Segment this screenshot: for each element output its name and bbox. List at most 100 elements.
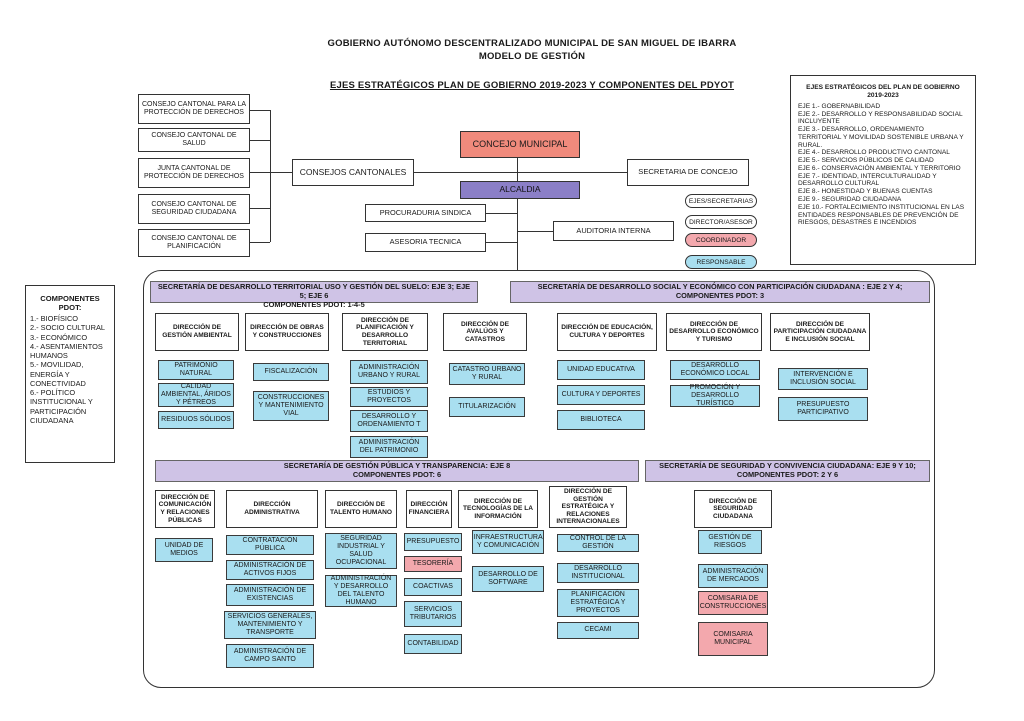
unit-unidad-educativa: UNIDAD EDUCATIVA	[557, 360, 645, 380]
direccion-gestion-estrategica: DIRECCIÓN DE GESTIÓN ESTRATÉGICA Y RELAC…	[549, 486, 627, 528]
unit-promocion-turistico: PROMOCIÓN Y DESARROLLO TURÍSTICO	[670, 384, 760, 407]
componente-item: 3.- ECONÓMICO	[30, 332, 88, 342]
secretaria-seguridad-title: SECRETARÍA DE SEGURIDAD Y CONVIVENCIA CI…	[659, 461, 916, 470]
unit-presupuesto-participativo: PRESUPUESTO PARTICIPATIVO	[778, 397, 868, 421]
consejos-link-line	[257, 172, 292, 173]
unit-seguridad-industrial: SEGURIDAD INDUSTRIAL Y SALUD OCUPACIONAL	[325, 533, 397, 569]
consejo-seguridad-ciudadana: CONSEJO CANTONAL DE SEGURIDAD CIUDADANA	[138, 194, 250, 224]
unit-intervencion-inclusion: INTERVENCIÓN E INCLUSIÓN SOCIAL	[778, 368, 868, 390]
unit-calidad-ambiental: CALIDAD AMBIENTAL, ÁRIDOS Y PÉTREOS	[158, 383, 234, 407]
secretaria-social-title: SECRETARÍA DE DESARROLLO SOCIAL Y ECONÓM…	[537, 282, 903, 291]
unit-construcciones-mantenimiento: CONSTRUCCIONES Y MANTENIMIENTO VIAL	[253, 391, 329, 421]
unit-unidad-medios: UNIDAD DE MEDIOS	[155, 538, 213, 562]
secretaria-gestion-title: SECRETARÍA DE GESTIÓN PÚBLICA Y TRANSPAR…	[283, 461, 511, 470]
unit-residuos-solidos: RESIDUOS SÓLIDOS	[158, 411, 234, 429]
componentes-title: COMPONENTES PDOT:	[40, 294, 100, 313]
unit-desarrollo-institucional: DESARROLLO INSTITUCIONAL	[557, 563, 639, 583]
direccion-desarrollo-economico: DIRECCIÓN DE DESARROLLO ECONÓMICO Y TURI…	[666, 313, 762, 351]
direccion-administrativa: DIRECCIÓN ADMINISTRATIVA	[226, 490, 318, 528]
secretaria-territorial-components: COMPONENTES PDOT: 1-4-5	[263, 299, 365, 309]
unit-desarrollo-ordenamiento: DESARROLLO Y ORDENAMIENTO T	[350, 410, 428, 432]
unit-biblioteca: BIBLIOTECA	[557, 410, 645, 430]
legend-director: DIRECTOR/ASESOR	[685, 215, 757, 229]
alcaldia-box: ALCALDIA	[460, 181, 580, 199]
auditoria-box: AUDITORIA INTERNA	[553, 221, 674, 241]
eje-item: EJE 3.- DESARROLLO, ORDENAMIENTO TERRITO…	[798, 126, 964, 149]
consejo-tick-1	[250, 110, 270, 111]
auditoria-line	[517, 231, 553, 232]
legend-ejes-secretarias: EJES/SECRETARIAS	[685, 194, 757, 208]
page-title: GOBIERNO AUTÓNOMO DESCENTRALIZADO MUNICI…	[327, 38, 737, 49]
unit-planificacion-estrategica: PLANIFICACIÓN ESTRATÉGICA Y PROYECTOS	[557, 589, 639, 617]
unit-comisaria-municipal: COMISARIA MUNICIPAL	[698, 622, 768, 656]
eje-item: EJE 10.- FORTALECIMIENTO INSTITUCIONAL E…	[798, 203, 965, 227]
consejos-horizontal-line	[412, 172, 627, 173]
unit-infraestructura-comunicacion: INFRAESTRUCTURA Y COMUNICACIÓN	[472, 530, 544, 554]
unit-control-gestion: CONTROL DE LA GESTIÓN	[557, 534, 639, 552]
unit-contabilidad: CONTABILIDAD	[404, 634, 462, 654]
consejo-tick-3	[250, 172, 270, 173]
eje-item: EJE 7.- IDENTIDAD, INTERCULTURALIDAD Y D…	[798, 172, 937, 188]
secretaria-social-components: COMPONENTES PDOT: 3	[675, 290, 765, 300]
procuraduria-line	[486, 213, 517, 214]
direccion-financiera: DIRECCIÓN FINANCIERA	[406, 490, 452, 528]
consejo-tick-2	[250, 140, 270, 141]
unit-desarrollo-economico-local: DESARROLLO ECONÓMICO LOCAL	[670, 360, 760, 380]
asesoria-box: ASESORIA TECNICA	[365, 233, 486, 252]
unit-presupuesto: PRESUPUESTO	[404, 533, 462, 551]
consejo-salud: CONSEJO CANTONAL DE SALUD	[138, 128, 250, 152]
unit-coactivas: COACTIVAS	[404, 578, 462, 596]
direccion-participacion-ciudadana: DIRECCIÓN DE PARTICIPACIÓN CIUDADANA E I…	[770, 313, 870, 351]
direccion-seguridad-ciudadana: DIRECCIÓN DE SEGURIDAD CIUDADANA	[694, 490, 772, 528]
secretaria-gestion-components: COMPONENTES PDOT: 6	[352, 469, 442, 479]
unit-servicios-generales: SERVICIOS GENERALES, MANTENIMIENTO Y TRA…	[224, 611, 316, 639]
eje-item: EJE 6.- CONSERVACIÓN AMBIENTAL Y TERRITO…	[798, 164, 961, 172]
main-vertical-line	[517, 158, 518, 270]
consejos-bracket-line	[270, 110, 271, 242]
unit-comisaria-construcciones: COMISARIA DE CONSTRUCCIONES	[698, 591, 768, 615]
ejes-list: EJE 1.- GOBERNABILIDAD EJE 2.- DESARROLL…	[798, 103, 968, 227]
secretaria-territorial-title: SECRETARÍA DE DESARROLLO TERRITORIAL USO…	[157, 282, 471, 300]
unit-campo-santo: ADMINISTRACIÓN DE CAMPO SANTO	[226, 644, 314, 668]
unit-contratacion-publica: CONTRATACIÓN PÚBLICA	[226, 535, 314, 555]
unit-desarrollo-talento: ADMINISTRACIÓN Y DESARROLLO DEL TALENTO …	[325, 575, 397, 607]
consejo-tick-5	[250, 242, 270, 243]
direccion-obras-construcciones: DIRECCIÓN DE OBRAS Y CONSTRUCCIONES	[245, 313, 329, 351]
direccion-avaluos-catastros: DIRECCIÓN DE AVALÚOS Y CATASTROS	[443, 313, 527, 351]
eje-item: EJE 4.- DESARROLLO PRODUCTIVO CANTONAL	[798, 149, 950, 157]
junta-proteccion-derechos: JUNTA CANTONAL DE PROTECCIÓN DE DERECHOS	[138, 158, 250, 188]
direccion-talento-humano: DIRECCIÓN DE TALENTO HUMANO	[325, 490, 397, 528]
unit-servicios-tributarios: SERVICIOS TRIBUTARIOS	[404, 601, 462, 627]
direccion-gestion-ambiental: DIRECCIÓN DE GESTIÓN AMBIENTAL	[155, 313, 239, 351]
unit-titularizacion: TITULARIZACIÓN	[449, 397, 525, 417]
unit-estudios-proyectos: ESTUDIOS Y PROYECTOS	[350, 387, 428, 407]
eje-item: EJE 8.- HONESTIDAD Y BUENAS CUENTAS	[798, 188, 933, 196]
unit-patrimonio-natural: PATRIMONIO NATURAL	[158, 360, 234, 380]
secretaria-seguridad-header: SECRETARÍA DE SEGURIDAD Y CONVIVENCIA CI…	[645, 460, 930, 482]
direccion-educacion-cultura: DIRECCIÓN DE EDUCACIÓN, CULTURA Y DEPORT…	[557, 313, 657, 351]
secretaria-seguridad-components: COMPONENTES PDOT: 2 Y 6	[736, 469, 839, 479]
asesoria-line	[486, 242, 517, 243]
componente-item: 4.- ASENTAMIENTOS HUMANOS	[30, 341, 103, 361]
direccion-comunicacion: DIRECCIÓN DE COMUNICACIÓN Y RELACIONES P…	[155, 490, 215, 528]
legend-responsable: RESPONSABLE	[685, 255, 757, 269]
direccion-tecnologias: DIRECCIÓN DE TECNOLOGÍAS DE LA INFORMACI…	[458, 490, 538, 528]
componentes-pdot-box: COMPONENTES PDOT: 1.- BIOFÍSICO 2.- SOCI…	[25, 285, 115, 463]
unit-gestion-riesgos: GESTIÓN DE RIESGOS	[698, 530, 762, 554]
unit-administracion-urbano-rural: ADMINISTRACIÓN URBANO Y RURAL	[350, 360, 428, 384]
secretaria-territorial-header: SECRETARÍA DE DESARROLLO TERRITORIAL USO…	[150, 281, 478, 309]
unit-administracion-patrimonio: ADMINISTRACIÓN DEL PATRIMONIO	[350, 436, 428, 458]
componente-item: 5.- MOVILIDAD, ENERGÍA Y CONECTIVIDAD	[30, 360, 86, 388]
direccion-planificacion: DIRECCIÓN DE PLANIFICACIÓN Y DESARROLLO …	[342, 313, 428, 351]
eje-item: EJE 1.- GOBERNABILIDAD	[798, 102, 881, 110]
unit-desarrollo-software: DESARROLLO DE SOFTWARE	[472, 566, 544, 592]
unit-tesoreria: TESORERÍA	[404, 556, 462, 572]
concejo-municipal-box: CONCEJO MUNICIPAL	[460, 131, 580, 158]
consejos-cantonales-box: CONSEJOS CANTONALES	[292, 159, 414, 186]
componente-item: 6.- POLÍTICO INSTITUCIONAL Y PARTICIPACI…	[30, 388, 93, 425]
componente-item: 2.- SOCIO CULTURAL	[30, 323, 106, 333]
secretaria-concejo-box: SECRETARIA DE CONCEJO	[627, 159, 749, 186]
unit-catastro-urbano-rural: CATASTRO URBANO Y RURAL	[449, 363, 525, 385]
ejes-title: EJES ESTRATÉGICOS DEL PLAN DE GOBIERNO 2…	[806, 84, 960, 99]
procuraduria-box: PROCURADURIA SINDICA	[365, 204, 486, 222]
